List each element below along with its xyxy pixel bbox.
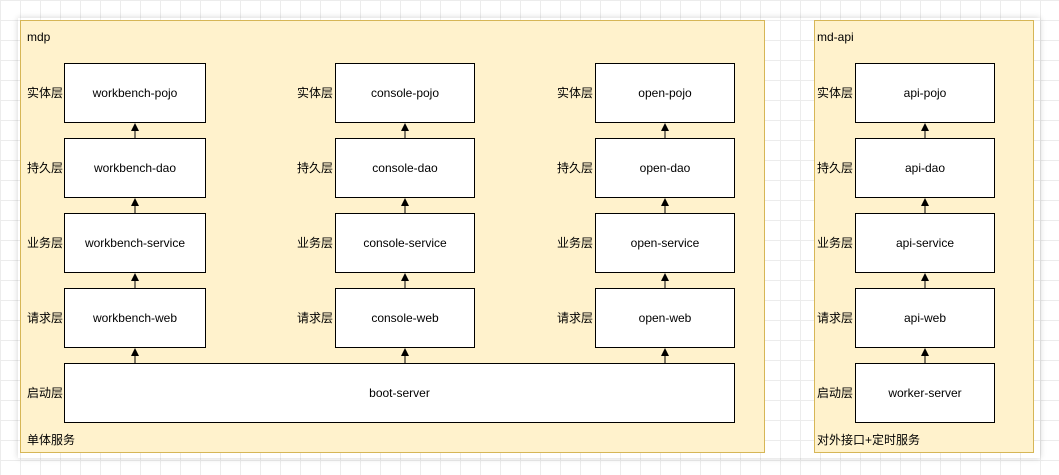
console-web-node[interactable]: console-web bbox=[335, 288, 475, 348]
api-pojo-node[interactable]: api-pojo bbox=[855, 63, 995, 123]
workbench-pojo-node[interactable]: workbench-pojo bbox=[64, 63, 206, 123]
workbench-web-node[interactable]: workbench-web bbox=[64, 288, 206, 348]
layer-label-persistence: 持久层 bbox=[27, 161, 64, 175]
mdp-title: mdp bbox=[27, 30, 51, 44]
layer-label-request: 请求层 bbox=[297, 311, 334, 325]
layer-label-boot: 启动层 bbox=[27, 386, 64, 400]
workbench-dao-node[interactable]: workbench-dao bbox=[64, 138, 206, 198]
worker-server-node[interactable]: worker-server bbox=[855, 363, 995, 423]
layer-label-business: 业务层 bbox=[557, 236, 594, 250]
layer-label-persistence: 持久层 bbox=[297, 161, 334, 175]
open-dao-node[interactable]: open-dao bbox=[595, 138, 735, 198]
console-pojo-node[interactable]: console-pojo bbox=[335, 63, 475, 123]
layer-label-boot: 启动层 bbox=[817, 386, 854, 400]
layer-label-business: 业务层 bbox=[27, 236, 64, 250]
open-web-node[interactable]: open-web bbox=[595, 288, 735, 348]
open-pojo-node[interactable]: open-pojo bbox=[595, 63, 735, 123]
boot-server-node[interactable]: boot-server bbox=[64, 363, 735, 423]
api-service-node[interactable]: api-service bbox=[855, 213, 995, 273]
layer-label-request: 请求层 bbox=[817, 311, 854, 325]
layer-label-entity: 实体层 bbox=[297, 86, 334, 100]
md-api-title: md-api bbox=[817, 30, 854, 44]
api-dao-node[interactable]: api-dao bbox=[855, 138, 995, 198]
layer-label-entity: 实体层 bbox=[817, 86, 854, 100]
api-web-node[interactable]: api-web bbox=[855, 288, 995, 348]
layer-label-business: 业务层 bbox=[817, 236, 854, 250]
console-service-node[interactable]: console-service bbox=[335, 213, 475, 273]
layer-label-request: 请求层 bbox=[27, 311, 64, 325]
workbench-service-node[interactable]: workbench-service bbox=[64, 213, 206, 273]
console-dao-node[interactable]: console-dao bbox=[335, 138, 475, 198]
mdp-footer: 单体服务 bbox=[27, 433, 76, 447]
layer-label-entity: 实体层 bbox=[27, 86, 64, 100]
layer-label-entity: 实体层 bbox=[557, 86, 594, 100]
open-service-node[interactable]: open-service bbox=[595, 213, 735, 273]
layer-label-persistence: 持久层 bbox=[817, 161, 854, 175]
layer-label-persistence: 持久层 bbox=[557, 161, 594, 175]
layer-label-business: 业务层 bbox=[297, 236, 334, 250]
layer-label-request: 请求层 bbox=[557, 311, 594, 325]
md-api-footer: 对外接口+定时服务 bbox=[817, 433, 921, 447]
